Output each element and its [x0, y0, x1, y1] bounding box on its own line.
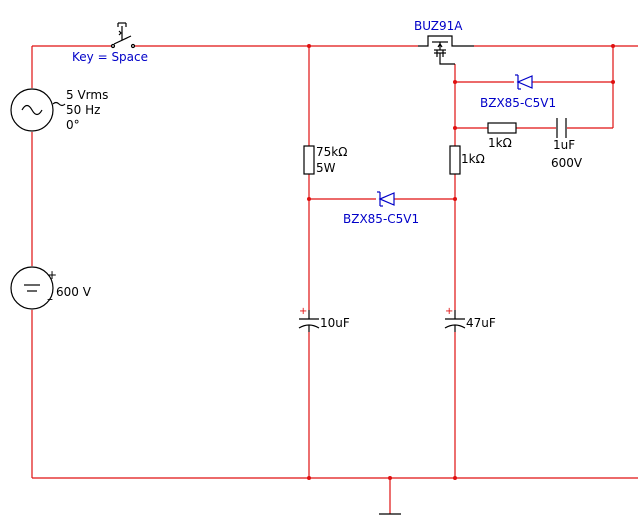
resistor-series-value: 1kΩ: [488, 136, 512, 150]
wires: [31, 45, 638, 514]
mosfet-label: BUZ91A: [414, 19, 463, 33]
junctions: [307, 44, 615, 480]
cap-10u-value: 10uF: [320, 316, 350, 330]
polarized-capacitor-icon[interactable]: [298, 310, 320, 332]
junction-dot: [307, 44, 311, 48]
switch-label: Key = Space: [72, 50, 148, 64]
resistor-icon[interactable]: [487, 122, 517, 134]
ac-source-amplitude: 5 Vrms: [66, 88, 108, 102]
resistor-icon[interactable]: [449, 145, 461, 175]
cap-series-voltage: 600V: [551, 156, 583, 170]
capacitor-icon[interactable]: [556, 118, 567, 138]
cap-47u-value: 47uF: [466, 316, 496, 330]
junction-dot: [307, 197, 311, 201]
diode-mid-label: BZX85-C5V1: [343, 212, 419, 226]
cap-47u-plus: +: [445, 306, 453, 317]
resistor-75k-power: 5W: [316, 161, 336, 175]
junction-dot: [388, 476, 392, 480]
ac-source-frequency: 50 Hz: [66, 103, 100, 117]
pushbutton-switch-icon[interactable]: [110, 22, 136, 49]
ac-voltage-source-icon[interactable]: [10, 88, 66, 132]
dc-source-value: 600 V: [56, 285, 92, 299]
cap-10u-plus: +: [299, 306, 307, 317]
dc-source-minus: –: [47, 292, 53, 306]
zener-diode-icon[interactable]: [515, 74, 533, 90]
junction-dot: [453, 476, 457, 480]
dc-source-plus: +: [47, 268, 57, 282]
resistor-icon[interactable]: [303, 145, 315, 175]
junction-dot: [453, 80, 457, 84]
polarized-capacitor-icon[interactable]: [444, 310, 466, 332]
junction-dot: [453, 126, 457, 130]
junction-dot: [453, 197, 457, 201]
ac-source-phase: 0°: [66, 118, 80, 132]
junction-dot: [611, 80, 615, 84]
zener-diode-icon[interactable]: [377, 191, 395, 207]
cap-series-value: 1uF: [553, 138, 575, 152]
resistor-1k-value: 1kΩ: [461, 152, 485, 166]
diode-top-label: BZX85-C5V1: [480, 96, 556, 110]
dc-voltage-source-icon[interactable]: [10, 266, 54, 310]
mosfet-icon[interactable]: [418, 35, 474, 65]
junction-dot: [611, 44, 615, 48]
junction-dot: [307, 476, 311, 480]
resistor-75k-value: 75kΩ: [316, 145, 347, 159]
